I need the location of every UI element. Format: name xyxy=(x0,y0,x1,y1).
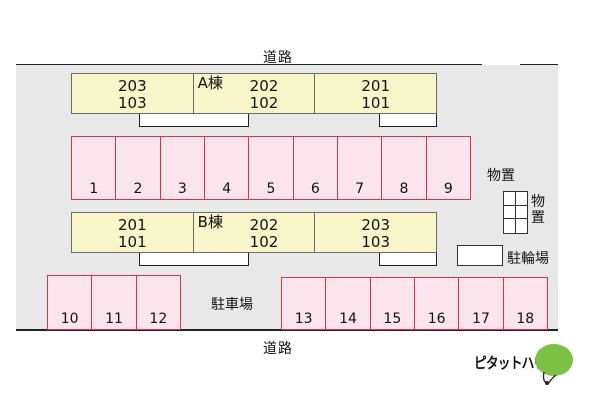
parking-space-number: 6 xyxy=(310,181,320,197)
unit-number-upper: 203 xyxy=(118,77,147,95)
unit-number-lower: 101 xyxy=(361,94,390,112)
unit-number-upper: 201 xyxy=(361,77,390,95)
parking-space-number: 18 xyxy=(516,311,535,327)
road-line-bottom xyxy=(16,329,558,331)
parking-space-16[interactable]: 16 xyxy=(414,277,460,330)
bicycle-parking[interactable] xyxy=(457,245,503,266)
storage-label-top: 物置 xyxy=(487,168,515,184)
parking-space-number: 3 xyxy=(177,181,187,197)
parking-space-number: 5 xyxy=(266,181,276,197)
parking-space-number: 14 xyxy=(339,311,357,327)
parking-space-number: 7 xyxy=(355,181,365,197)
parking-space-number: 11 xyxy=(105,311,123,327)
parking-space-14[interactable]: 14 xyxy=(326,277,371,330)
parking-space-6[interactable]: 6 xyxy=(293,136,338,200)
parking-space-number: 17 xyxy=(472,311,490,327)
storage-label-char-2: 置 xyxy=(531,210,545,226)
parking-space-8[interactable]: 8 xyxy=(382,136,427,200)
parking-row-middle: 1 2 3 4 5 6 7 8 9 xyxy=(71,136,471,200)
parking-space-15[interactable]: 15 xyxy=(370,277,415,330)
parking-space-7[interactable]: 7 xyxy=(337,136,383,200)
building-a-balcony-right xyxy=(379,114,437,127)
parking-space-number: 4 xyxy=(222,181,232,197)
unit-number-lower: 102 xyxy=(249,94,279,112)
unit-number-lower: 103 xyxy=(361,233,390,251)
unit-number-upper: 202 xyxy=(249,216,279,234)
building-b-balcony-left xyxy=(139,253,249,266)
bicycle-parking-label: 駐輪場 xyxy=(507,251,549,267)
building-b-name: B棟 xyxy=(197,213,223,231)
parking-space-number: 2 xyxy=(133,181,143,197)
building-a-balcony-left xyxy=(139,114,249,127)
parking-space-5[interactable]: 5 xyxy=(249,136,294,200)
parking-row-bottom-left: 10 11 12 xyxy=(47,275,181,330)
unit-number-lower: 102 xyxy=(249,233,279,251)
parking-space-number: 13 xyxy=(294,311,313,327)
storage-label-char-1: 物 xyxy=(531,194,545,210)
parking-space-number: 1 xyxy=(89,181,99,197)
parking-space-number: 8 xyxy=(399,181,409,197)
parking-space-13[interactable]: 13 xyxy=(281,277,327,330)
parking-space-3[interactable]: 3 xyxy=(160,136,205,200)
road-label-top: 道路 xyxy=(263,50,293,66)
building-a-name: A棟 xyxy=(197,74,223,92)
parking-space-11[interactable]: 11 xyxy=(92,275,137,330)
parking-lot-label: 駐車場 xyxy=(211,297,253,313)
parking-space-4[interactable]: 4 xyxy=(204,136,250,200)
parking-space-10[interactable]: 10 xyxy=(47,275,93,330)
parking-space-1[interactable]: 1 xyxy=(71,136,117,200)
road-label-bottom: 道路 xyxy=(263,341,293,357)
parking-space-number: 9 xyxy=(443,181,453,197)
parking-row-bottom-right: 13 14 15 16 17 18 xyxy=(281,277,548,330)
parking-space-17[interactable]: 17 xyxy=(459,277,504,330)
parking-space-number: 10 xyxy=(60,311,79,327)
parking-space-9[interactable]: 9 xyxy=(426,136,471,200)
parking-space-number: 16 xyxy=(427,311,446,327)
logo-leaf-icon xyxy=(535,344,573,385)
parking-space-12[interactable]: 12 xyxy=(136,275,181,330)
building-b-balcony-right xyxy=(379,253,437,266)
storage-label-side: 物 置 xyxy=(531,194,545,226)
storage-shed[interactable] xyxy=(503,191,528,234)
unit-number-upper: 201 xyxy=(118,216,147,234)
parking-space-number: 12 xyxy=(149,311,168,327)
unit-number-upper: 202 xyxy=(249,77,279,95)
unit-number-lower: 101 xyxy=(118,233,147,251)
parking-space-2[interactable]: 2 xyxy=(116,136,161,200)
parking-space-18[interactable]: 18 xyxy=(503,277,548,330)
unit-number-lower: 103 xyxy=(118,94,147,112)
parking-space-number: 15 xyxy=(383,311,402,327)
unit-number-upper: 203 xyxy=(361,216,390,234)
